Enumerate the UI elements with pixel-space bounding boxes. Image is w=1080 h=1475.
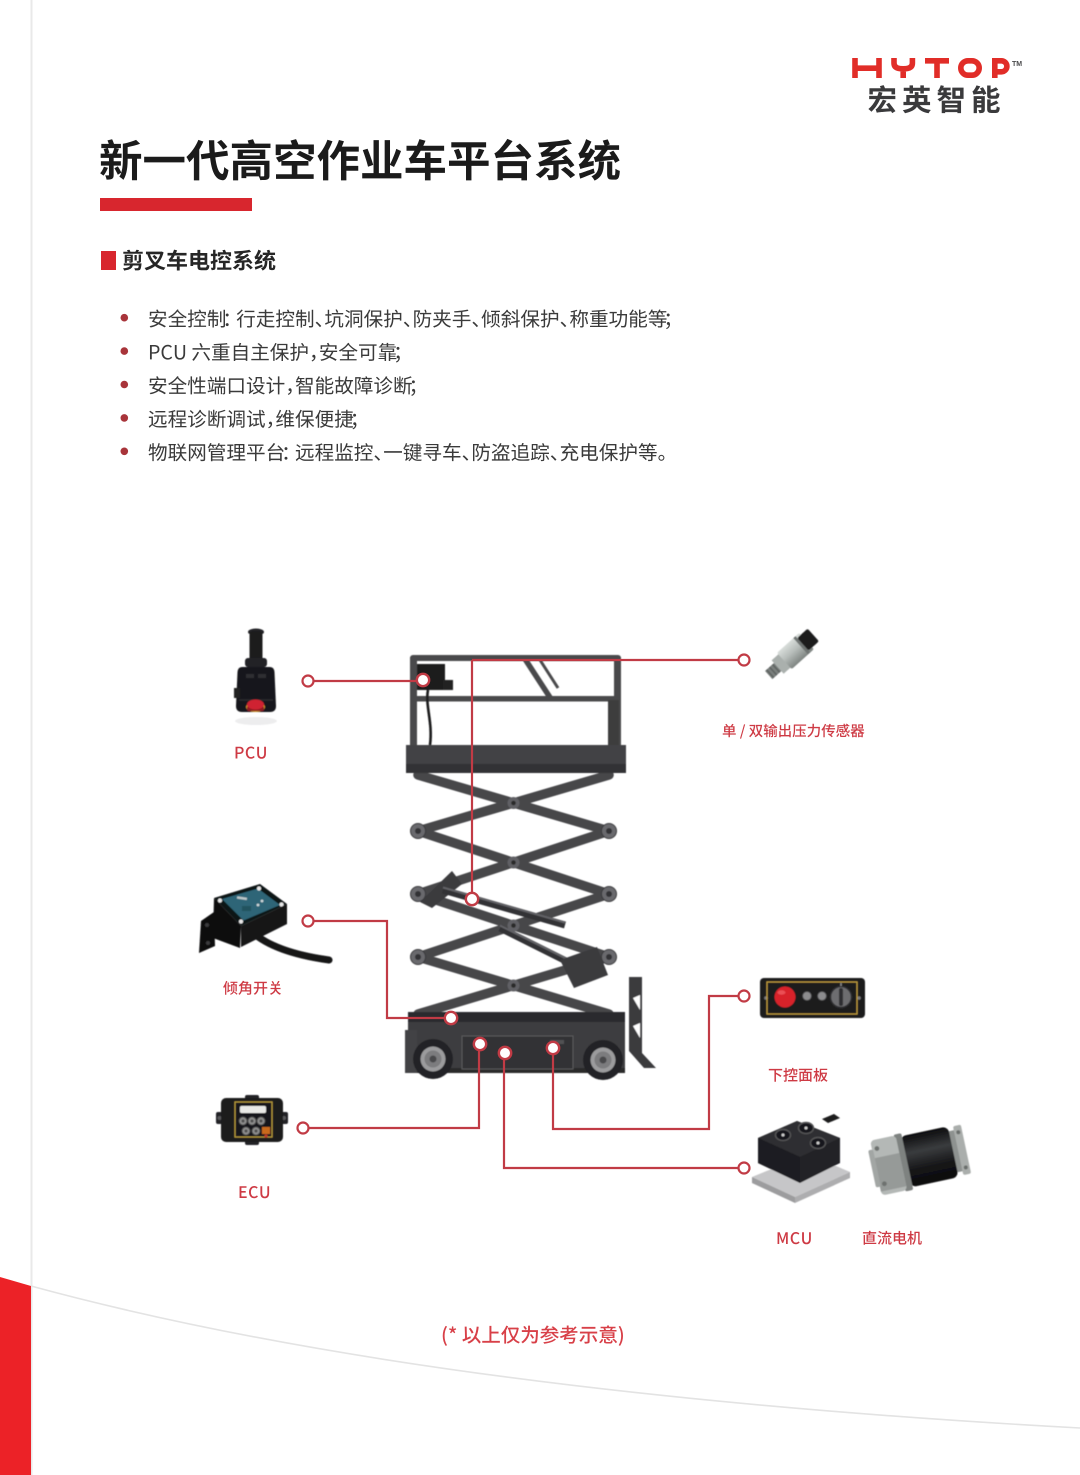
svg-text:TM: TM xyxy=(1012,61,1022,68)
